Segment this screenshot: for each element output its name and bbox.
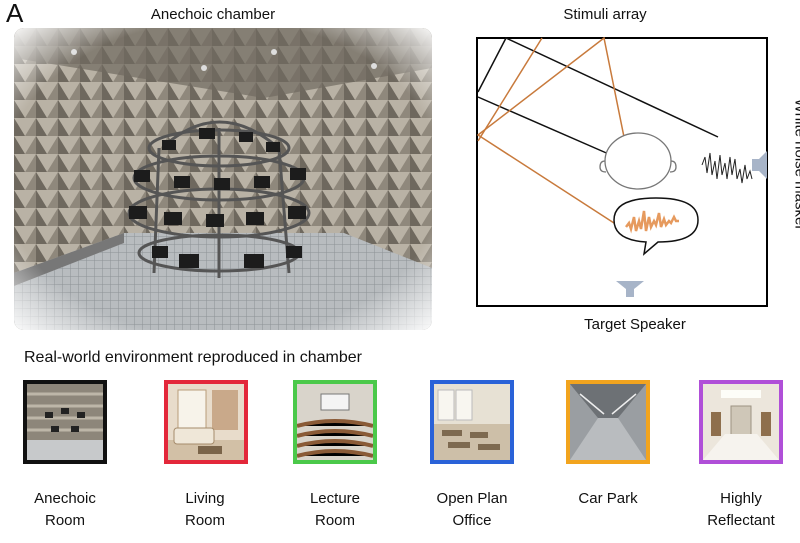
env-reflectant-label: Highly Reflectant [707,490,775,529]
environments-title: Real-world environment reproduced in cha… [24,349,362,366]
speech-bubble-icon [613,197,699,256]
env-living-label: Living Room [184,490,225,529]
stimuli-diagram [476,36,768,307]
env-lecture-thumbnail [293,380,377,464]
env-office-thumbnail [430,380,514,464]
target-speaker-label: Target Speaker [584,316,686,333]
env-office-label: Open Plan Office [436,490,508,529]
noise-waveform [701,152,753,184]
env-lecture-label: Lecture Room [309,490,361,529]
target-speaker-icon [616,281,644,297]
env-carpark-label: Car Park [578,490,638,507]
reflection-path-lines [476,36,625,224]
panel-label: A [6,0,24,28]
env-anechoic-thumbnail [23,380,107,464]
env-carpark-thumbnail [566,380,650,464]
stimuli-title: Stimuli array [563,6,647,23]
env-living-thumbnail [164,380,248,464]
masker-label: White noise masker [791,98,800,231]
masker-speaker-icon [752,151,767,179]
chamber-photo [14,28,432,330]
env-anechoic-label: Anechoic Room [34,490,96,529]
chamber-title: Anechoic chamber [150,6,276,23]
env-reflectant-thumbnail [699,380,783,464]
speech-waveform [625,210,679,234]
